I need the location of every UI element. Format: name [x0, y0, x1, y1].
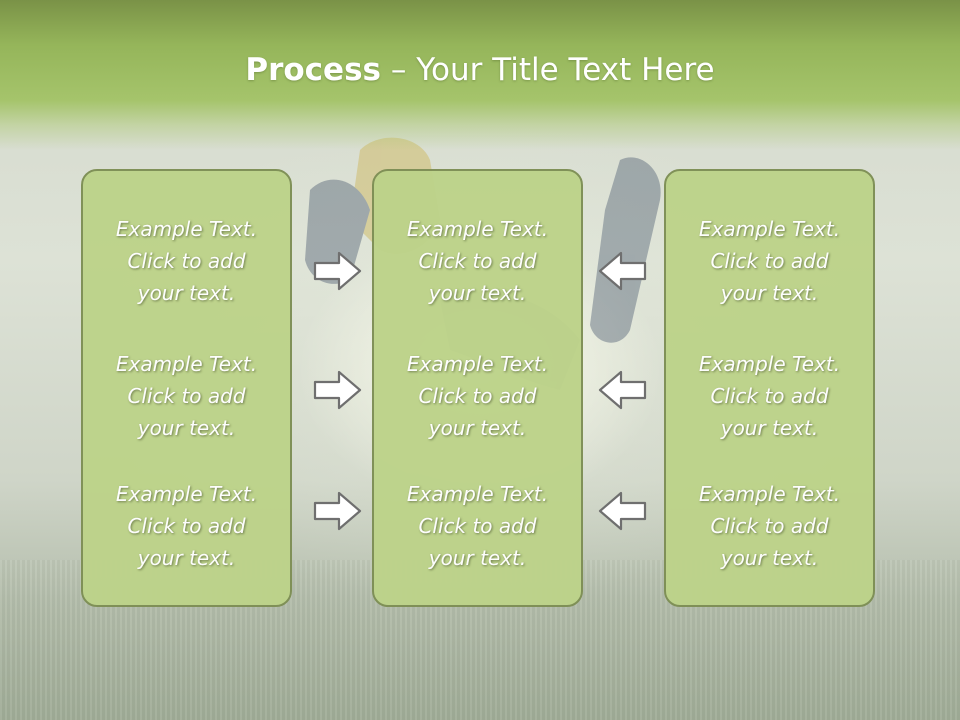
text-block[interactable]: Example Text. Click to add your text. — [666, 478, 873, 574]
text-block[interactable]: Example Text. Click to add your text. — [666, 348, 873, 444]
text-block[interactable]: Example Text. Click to add your text. — [83, 348, 290, 444]
text-line: Click to add — [710, 384, 829, 408]
arrow-right-icon[interactable] — [313, 250, 363, 292]
text-line: Example Text. — [406, 482, 549, 506]
text-block[interactable]: Example Text. Click to add your text. — [374, 348, 581, 444]
text-line: Example Text. — [115, 482, 258, 506]
text-line: Click to add — [418, 249, 537, 273]
text-line: Example Text. — [115, 217, 258, 241]
text-block[interactable]: Example Text. Click to add your text. — [666, 213, 873, 309]
arrow-right-icon[interactable] — [313, 369, 363, 411]
arrow-left-icon[interactable] — [597, 250, 647, 292]
title-bold: Process — [245, 52, 381, 88]
text-line: Example Text. — [698, 217, 841, 241]
text-line: your text. — [720, 281, 819, 305]
arrow-right-icon[interactable] — [313, 490, 363, 532]
process-box-middle[interactable]: Example Text. Click to add your text. Ex… — [372, 169, 583, 607]
text-line: Click to add — [127, 384, 246, 408]
arrow-left-icon[interactable] — [597, 490, 647, 532]
text-line: Example Text. — [698, 482, 841, 506]
text-line: your text. — [137, 416, 236, 440]
title-rest: – Your Title Text Here — [381, 52, 715, 88]
process-box-left[interactable]: Example Text. Click to add your text. Ex… — [81, 169, 292, 607]
text-line: Click to add — [418, 514, 537, 538]
text-line: Click to add — [127, 249, 246, 273]
text-line: your text. — [720, 546, 819, 570]
text-line: Click to add — [127, 514, 246, 538]
text-line: your text. — [137, 546, 236, 570]
arrow-left-icon[interactable] — [597, 369, 647, 411]
text-line: Example Text. — [698, 352, 841, 376]
text-block[interactable]: Example Text. Click to add your text. — [374, 478, 581, 574]
text-block[interactable]: Example Text. Click to add your text. — [374, 213, 581, 309]
text-line: your text. — [428, 546, 527, 570]
text-line: Click to add — [710, 249, 829, 273]
text-line: your text. — [137, 281, 236, 305]
text-line: Example Text. — [406, 352, 549, 376]
text-line: your text. — [428, 416, 527, 440]
text-line: Example Text. — [406, 217, 549, 241]
text-block[interactable]: Example Text. Click to add your text. — [83, 213, 290, 309]
text-block[interactable]: Example Text. Click to add your text. — [83, 478, 290, 574]
text-line: Example Text. — [115, 352, 258, 376]
text-line: your text. — [720, 416, 819, 440]
process-box-right[interactable]: Example Text. Click to add your text. Ex… — [664, 169, 875, 607]
text-line: Click to add — [710, 514, 829, 538]
slide-title[interactable]: Process – Your Title Text Here — [0, 52, 960, 88]
text-line: your text. — [428, 281, 527, 305]
text-line: Click to add — [418, 384, 537, 408]
title-banner — [0, 0, 960, 150]
